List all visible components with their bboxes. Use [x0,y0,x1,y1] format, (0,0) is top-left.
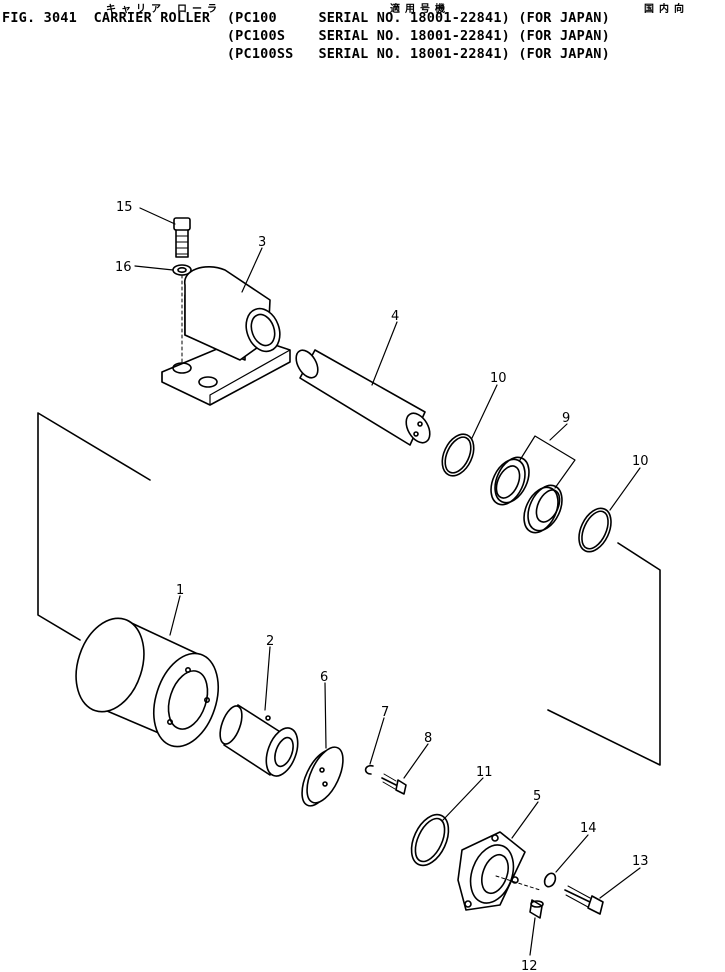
kana-destination: 国内向 [644,4,689,15]
label-10-upper: 10 [490,371,507,386]
kana-part-name: キャリア ローラ [106,4,223,15]
part-2-bushing [219,704,299,777]
leader-lines [134,207,641,956]
label-15: 15 [116,200,133,215]
label-2: 2 [266,634,274,649]
part-9-floating-seal-a [490,456,530,506]
part-10-o-ring-upper [441,433,475,477]
label-16: 16 [115,260,132,275]
label-7: 7 [381,705,389,720]
label-6: 6 [320,670,328,685]
part-8-bolt [381,773,407,795]
part-5-cover [457,831,541,911]
label-1: 1 [176,583,184,598]
label-14: 14 [580,821,597,836]
header-line-3: (PC100SS SERIAL NO. 18001-22841) (FOR JA… [2,46,610,62]
part-1-roller [75,617,219,748]
assembly-bracket-left [37,412,151,641]
part-6-thrust-plate [301,746,344,807]
part-14-washer [543,872,557,888]
label-10-right: 10 [632,454,649,469]
assembly-bracket-right [547,542,661,766]
part-11-o-ring [410,813,450,867]
part-4-shaft [295,349,431,446]
label-11: 11 [476,765,493,780]
label-12: 12 [521,959,538,972]
part-7-lock-washer [364,764,374,775]
header-line-1: FIG. 3041 CARRIER ROLLER (PC100 SERIAL N… [2,10,610,26]
kana-applicable-models: 適用号機 [390,4,450,15]
label-4: 4 [391,309,399,324]
part-13-bolt [564,885,604,915]
part-3-roller-support [161,266,291,406]
part-number-labels: 15 16 3 4 10 9 10 1 2 6 7 8 11 5 14 13 1… [115,200,649,972]
label-8: 8 [424,731,432,746]
part-15-bolt [173,217,191,258]
header-line-2: (PC100S SERIAL NO. 18001-22841) (FOR JAP… [2,28,610,44]
part-12-plug [529,899,544,919]
label-13: 13 [632,854,649,869]
part-9-floating-seal-b [523,484,563,534]
part-10-o-ring-right [578,507,612,553]
label-3: 3 [258,235,266,250]
label-5: 5 [533,789,541,804]
label-9: 9 [562,411,570,426]
